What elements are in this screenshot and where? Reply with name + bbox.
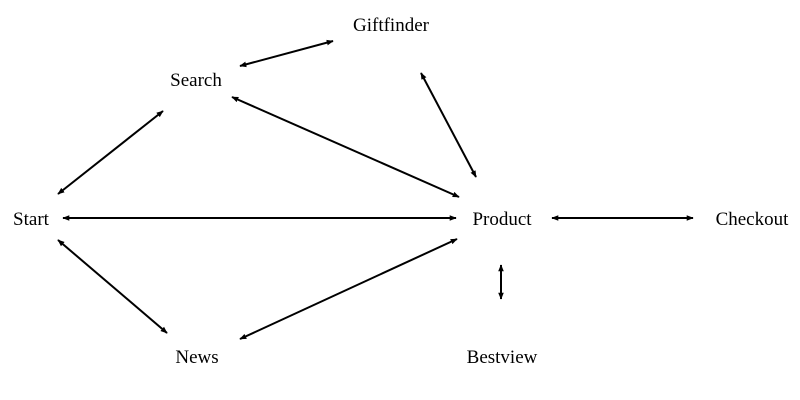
edge-start-news bbox=[57, 239, 168, 334]
node-product: Product bbox=[472, 209, 532, 230]
node-giftfinder: Giftfinder bbox=[353, 15, 430, 36]
node-start: Start bbox=[13, 209, 50, 230]
edge-search-giftfinder bbox=[239, 39, 334, 68]
edge-news-product bbox=[239, 238, 458, 340]
edge-search-product bbox=[231, 96, 460, 198]
node-bestview: Bestview bbox=[467, 347, 538, 368]
node-news: News bbox=[175, 347, 218, 368]
nodes-group: Giftfinder Search Start Product Checkout… bbox=[13, 15, 789, 368]
edge-giftfinder-product bbox=[420, 72, 477, 178]
node-search: Search bbox=[170, 70, 222, 91]
node-checkout: Checkout bbox=[716, 209, 790, 230]
edges-group bbox=[57, 39, 694, 340]
edge-start-search bbox=[57, 110, 164, 195]
